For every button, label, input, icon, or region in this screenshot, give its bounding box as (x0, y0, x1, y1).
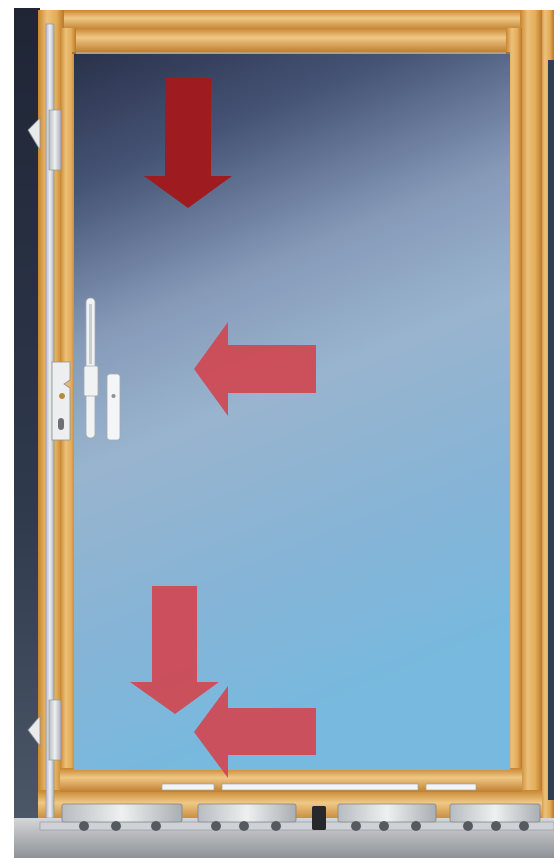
lock-keeper (52, 362, 70, 440)
glass-reflection (74, 54, 510, 770)
ventilation-strip (162, 784, 476, 790)
track-connector (312, 806, 326, 830)
roller-carriage-icon (450, 804, 540, 831)
adjacent-sash (540, 10, 554, 822)
